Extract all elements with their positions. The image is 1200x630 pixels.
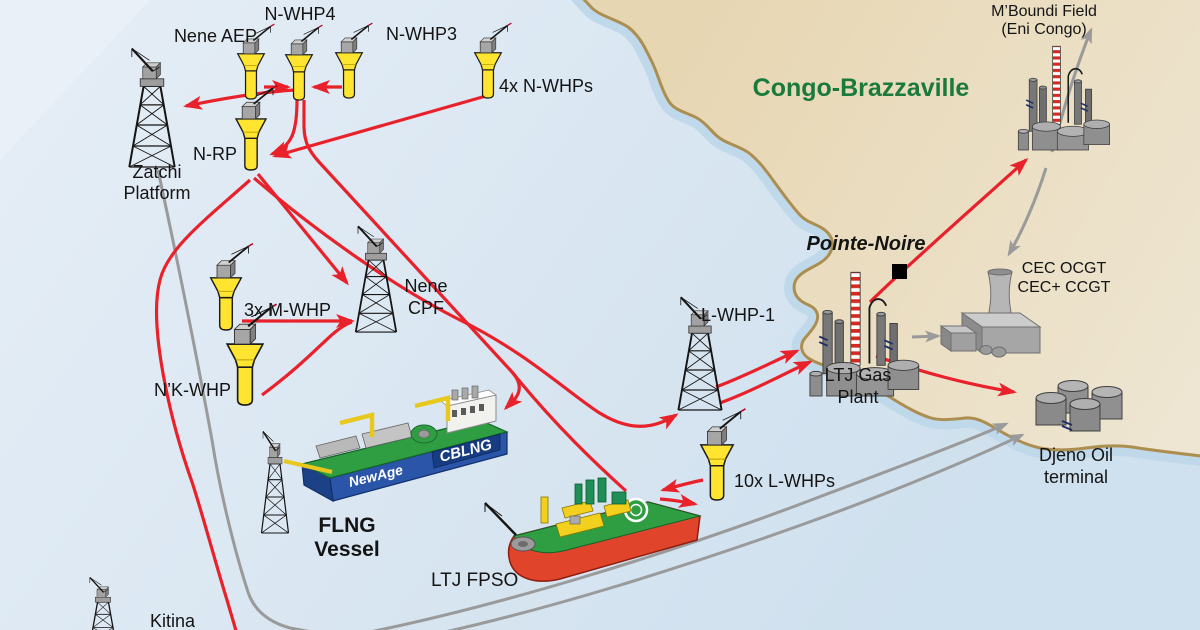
label-n-rp: N-RP: [193, 144, 237, 164]
label-nene-cpf-1: Nene: [404, 276, 447, 296]
label-l-whp-1: L-WHP-1: [701, 305, 775, 325]
export-line-to-djeno-1: [372, 422, 1009, 630]
label-kitina: Kitina: [150, 611, 196, 630]
pipeline-zatchi-to-kitina: [156, 169, 310, 630]
cec-plant-icon: [939, 268, 1042, 358]
label-4x-n-whps: 4x N-WHPs: [499, 76, 593, 96]
labels: N-WHP4 Nene AEP N-WHP3 4x N-WHPs N-RP Za…: [123, 3, 1113, 630]
label-10x-l-whps: 10x L-WHPs: [734, 471, 835, 491]
arrow-lwhp1-to-gas-plant-2: [719, 360, 813, 405]
label-cec-1: CEC OCGT: [1022, 260, 1107, 277]
pipeline-fork-to-fpso: [510, 370, 628, 493]
arrow-4x-nwhps-to-nrp: [272, 94, 487, 159]
label-3x-m-whp: 3x M-WHP: [244, 300, 331, 320]
label-country: Congo-Brazzaville: [753, 74, 970, 102]
label-nene-aep: Nene AEP: [174, 26, 257, 46]
pipeline-nrp-to-south: [155, 178, 252, 630]
label-n-whp3: N-WHP3: [386, 24, 457, 44]
mboundi-to-cec-arrow: [1007, 167, 1048, 257]
arrow-fpso-to-10x-lwhps: [659, 493, 698, 508]
arrow-n-whp4-to-nrp: [269, 99, 299, 156]
ltj-fpso-icon: [484, 477, 702, 582]
pipeline-nrp-to-lwhp1: [252, 176, 679, 430]
pipeline-n-whp4-to-flng: [302, 100, 523, 411]
label-zatchi-1: Zatchi: [132, 162, 181, 182]
label-nk-whp: N’K-WHP: [154, 380, 231, 400]
label-n-whp4: N-WHP4: [265, 4, 336, 24]
label-flng-2: Vessel: [314, 538, 379, 561]
arrow-n-whp4-to-zatchi: [183, 88, 296, 110]
label-djeno-2: terminal: [1044, 467, 1108, 487]
label-pointe-noire: Pointe-Noire: [807, 233, 926, 255]
pipeline-nk-whp-join: [261, 320, 353, 397]
label-ltj-gas-2: Plant: [837, 387, 878, 407]
label-mboundi-1: M’Boundi Field: [991, 3, 1097, 20]
label-nene-cpf-2: CPF: [408, 298, 444, 318]
label-djeno-1: Djeno Oil: [1039, 445, 1113, 465]
arrow-lwhp1-to-gas-plant-1: [715, 349, 800, 389]
arrow-gas-plant-to-mboundi: [868, 157, 1029, 304]
arrow-10x-lwhps-to-fpso: [660, 478, 704, 493]
red-pipelines: [155, 80, 1029, 630]
export-line-to-djeno-2: [447, 433, 1025, 630]
sea-highlight: [0, 0, 150, 160]
gas-plant-to-cec-arrow: [911, 330, 941, 343]
label-mboundi-2: (Eni Congo): [1001, 21, 1086, 38]
pointe-noire-city-marker: [892, 264, 907, 279]
djeno-terminal-icon: [1035, 380, 1123, 432]
label-cec-2: CEC+ CCGT: [1018, 279, 1111, 296]
label-flng-1: FLNG: [318, 514, 375, 537]
flng-vessel-icon: [283, 385, 509, 503]
label-zatchi-2: Platform: [123, 183, 190, 203]
label-ltj-fpso: LTJ FPSO: [431, 570, 518, 591]
label-ltj-gas-1: LTJ Gas: [825, 365, 892, 385]
